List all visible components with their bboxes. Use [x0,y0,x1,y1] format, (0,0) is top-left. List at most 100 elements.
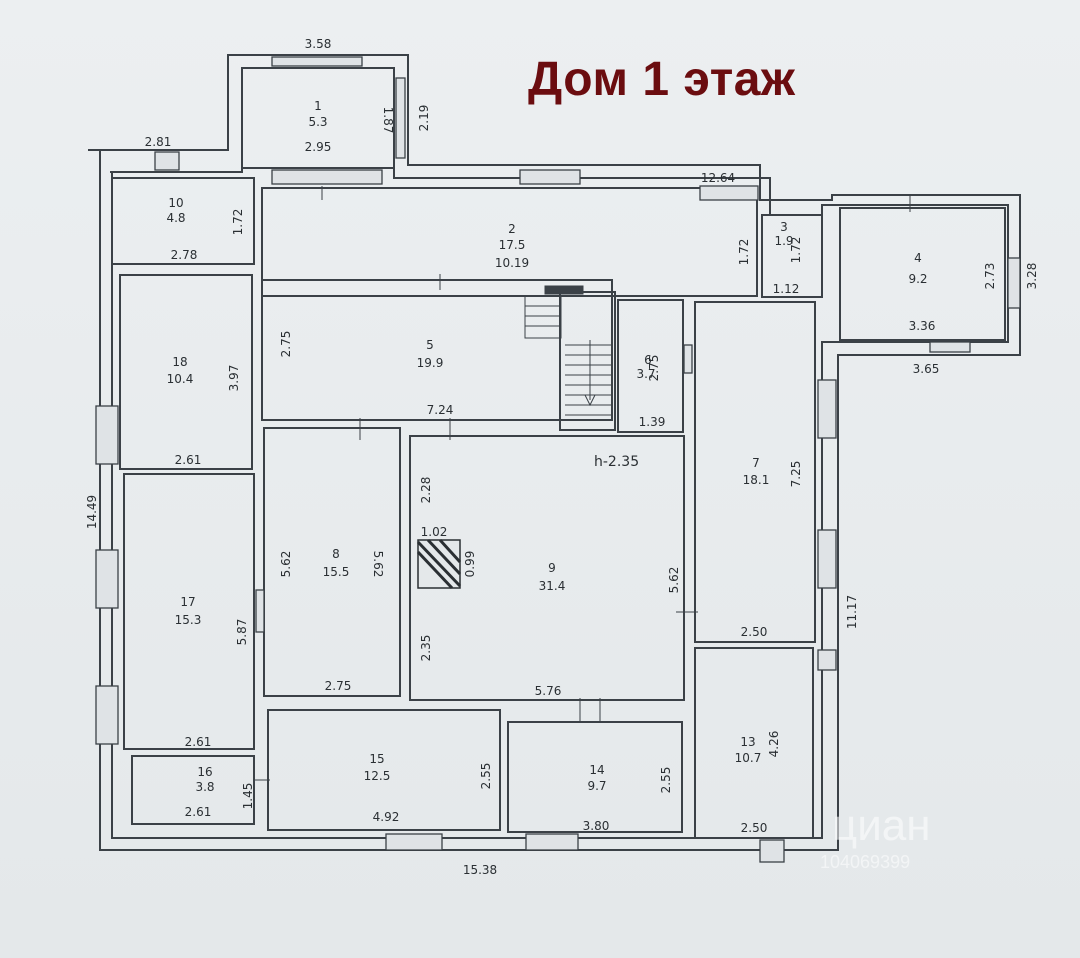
room-15-number: 15 [369,752,384,766]
room-4-number: 4 [914,251,922,265]
dimension: 2.75 [647,355,661,382]
dimension: 2.75 [279,331,293,358]
wall-room-14 [507,721,683,833]
dimension: 3.36 [909,319,936,333]
window [271,169,383,185]
window [95,405,119,465]
room-6-number: 6 [644,353,652,367]
room-13-area: 10.7 [735,751,762,765]
dimension: 5.62 [279,551,293,578]
room-3-area: 1.9 [774,234,793,248]
room-1-area: 5.3 [308,115,327,129]
room-9-number: 9 [548,561,556,575]
room-14-area: 9.7 [587,779,606,793]
room-10-area: 4.8 [166,211,185,225]
window [154,151,180,171]
dimension: 5.87 [235,619,249,646]
dimension: 3.58 [305,37,332,51]
staircase [524,285,612,416]
room-17-area: 15.3 [175,613,202,627]
dimension: 10.19 [495,256,529,270]
room-7-area: 18.1 [743,473,770,487]
window [759,839,785,863]
dimension: 5.62 [371,551,385,578]
wall-room-2 [261,187,758,297]
room-7-number: 7 [752,456,760,470]
room-16-area: 3.8 [195,780,214,794]
room-8-area: 15.5 [323,565,350,579]
dimension: 2.78 [171,248,198,262]
room-2-area: 17.5 [499,238,526,252]
room-9-area: 31.4 [539,579,566,593]
window [95,685,119,745]
dimension: 2.81 [145,135,172,149]
room-2-number: 2 [508,222,516,236]
room-18-number: 18 [172,355,187,369]
room-1-number: 1 [314,99,322,113]
dimension: 1.45 [241,783,255,810]
dimension: 2.35 [419,635,433,662]
room-14-number: 14 [589,763,604,777]
window [817,649,837,671]
dimension: 2.19 [417,105,431,132]
dimension: 1.12 [773,282,800,296]
dimension: 11.17 [845,595,859,629]
room-16-number: 16 [197,765,212,779]
wall-room-15 [267,709,501,831]
window [271,56,363,67]
dimension: 2.61 [175,453,202,467]
wall-room-9 [409,435,685,701]
dimension: 7.24 [427,403,454,417]
dimension: 3.65 [913,362,940,376]
window [525,833,579,851]
window [395,77,406,159]
room-15-area: 12.5 [364,769,391,783]
window [1007,257,1021,309]
window [385,833,443,851]
dimension: 7.25 [789,461,803,488]
dimension: 1.72 [789,237,803,264]
dimension: 3.80 [583,819,610,833]
window [817,379,837,439]
dimension: 2.61 [185,805,212,819]
wall-room-17 [123,473,255,750]
dimension: 2.55 [659,767,673,794]
dimension: 12.64 [701,171,735,185]
room-5-area: 19.9 [417,356,444,370]
room-5-number: 5 [426,338,434,352]
room-8-number: 8 [332,547,340,561]
dimension: 2.28 [419,477,433,504]
dimension: 2.95 [305,140,332,154]
wall-room-8 [263,427,401,697]
wall-room-5 [261,279,613,421]
room-10-number: 10 [168,196,183,210]
door-marks [254,186,911,781]
dimension: 5.62 [667,567,681,594]
window [519,169,581,185]
watermark-id: 104069399 [820,852,910,872]
outer-wall [88,54,1021,851]
dimension: 14.49 [85,495,99,529]
dimension: 3.28 [1025,263,1039,290]
hatched-column [416,538,462,590]
wall-room-4 [839,207,1006,341]
dimension: 0.99 [463,551,477,578]
dimension: 15.38 [463,863,497,877]
dimension: 2.50 [741,821,768,835]
room-4-area: 9.2 [908,272,927,286]
window [817,529,837,589]
dimension: 2.55 [479,763,493,790]
ceiling-height-note: h-2.35 [594,454,639,470]
dimension: 5.76 [535,684,562,698]
dimension: 1.02 [421,525,448,539]
window [95,549,119,609]
watermark-brand: циан [832,801,931,850]
dimension: 1.87 [381,107,395,134]
wall-room-10 [111,177,255,265]
dimension: 2.75 [325,679,352,693]
room-13-number: 13 [740,735,755,749]
door-opening [255,589,265,633]
dimension: 1.72 [231,209,245,236]
window [929,341,971,353]
